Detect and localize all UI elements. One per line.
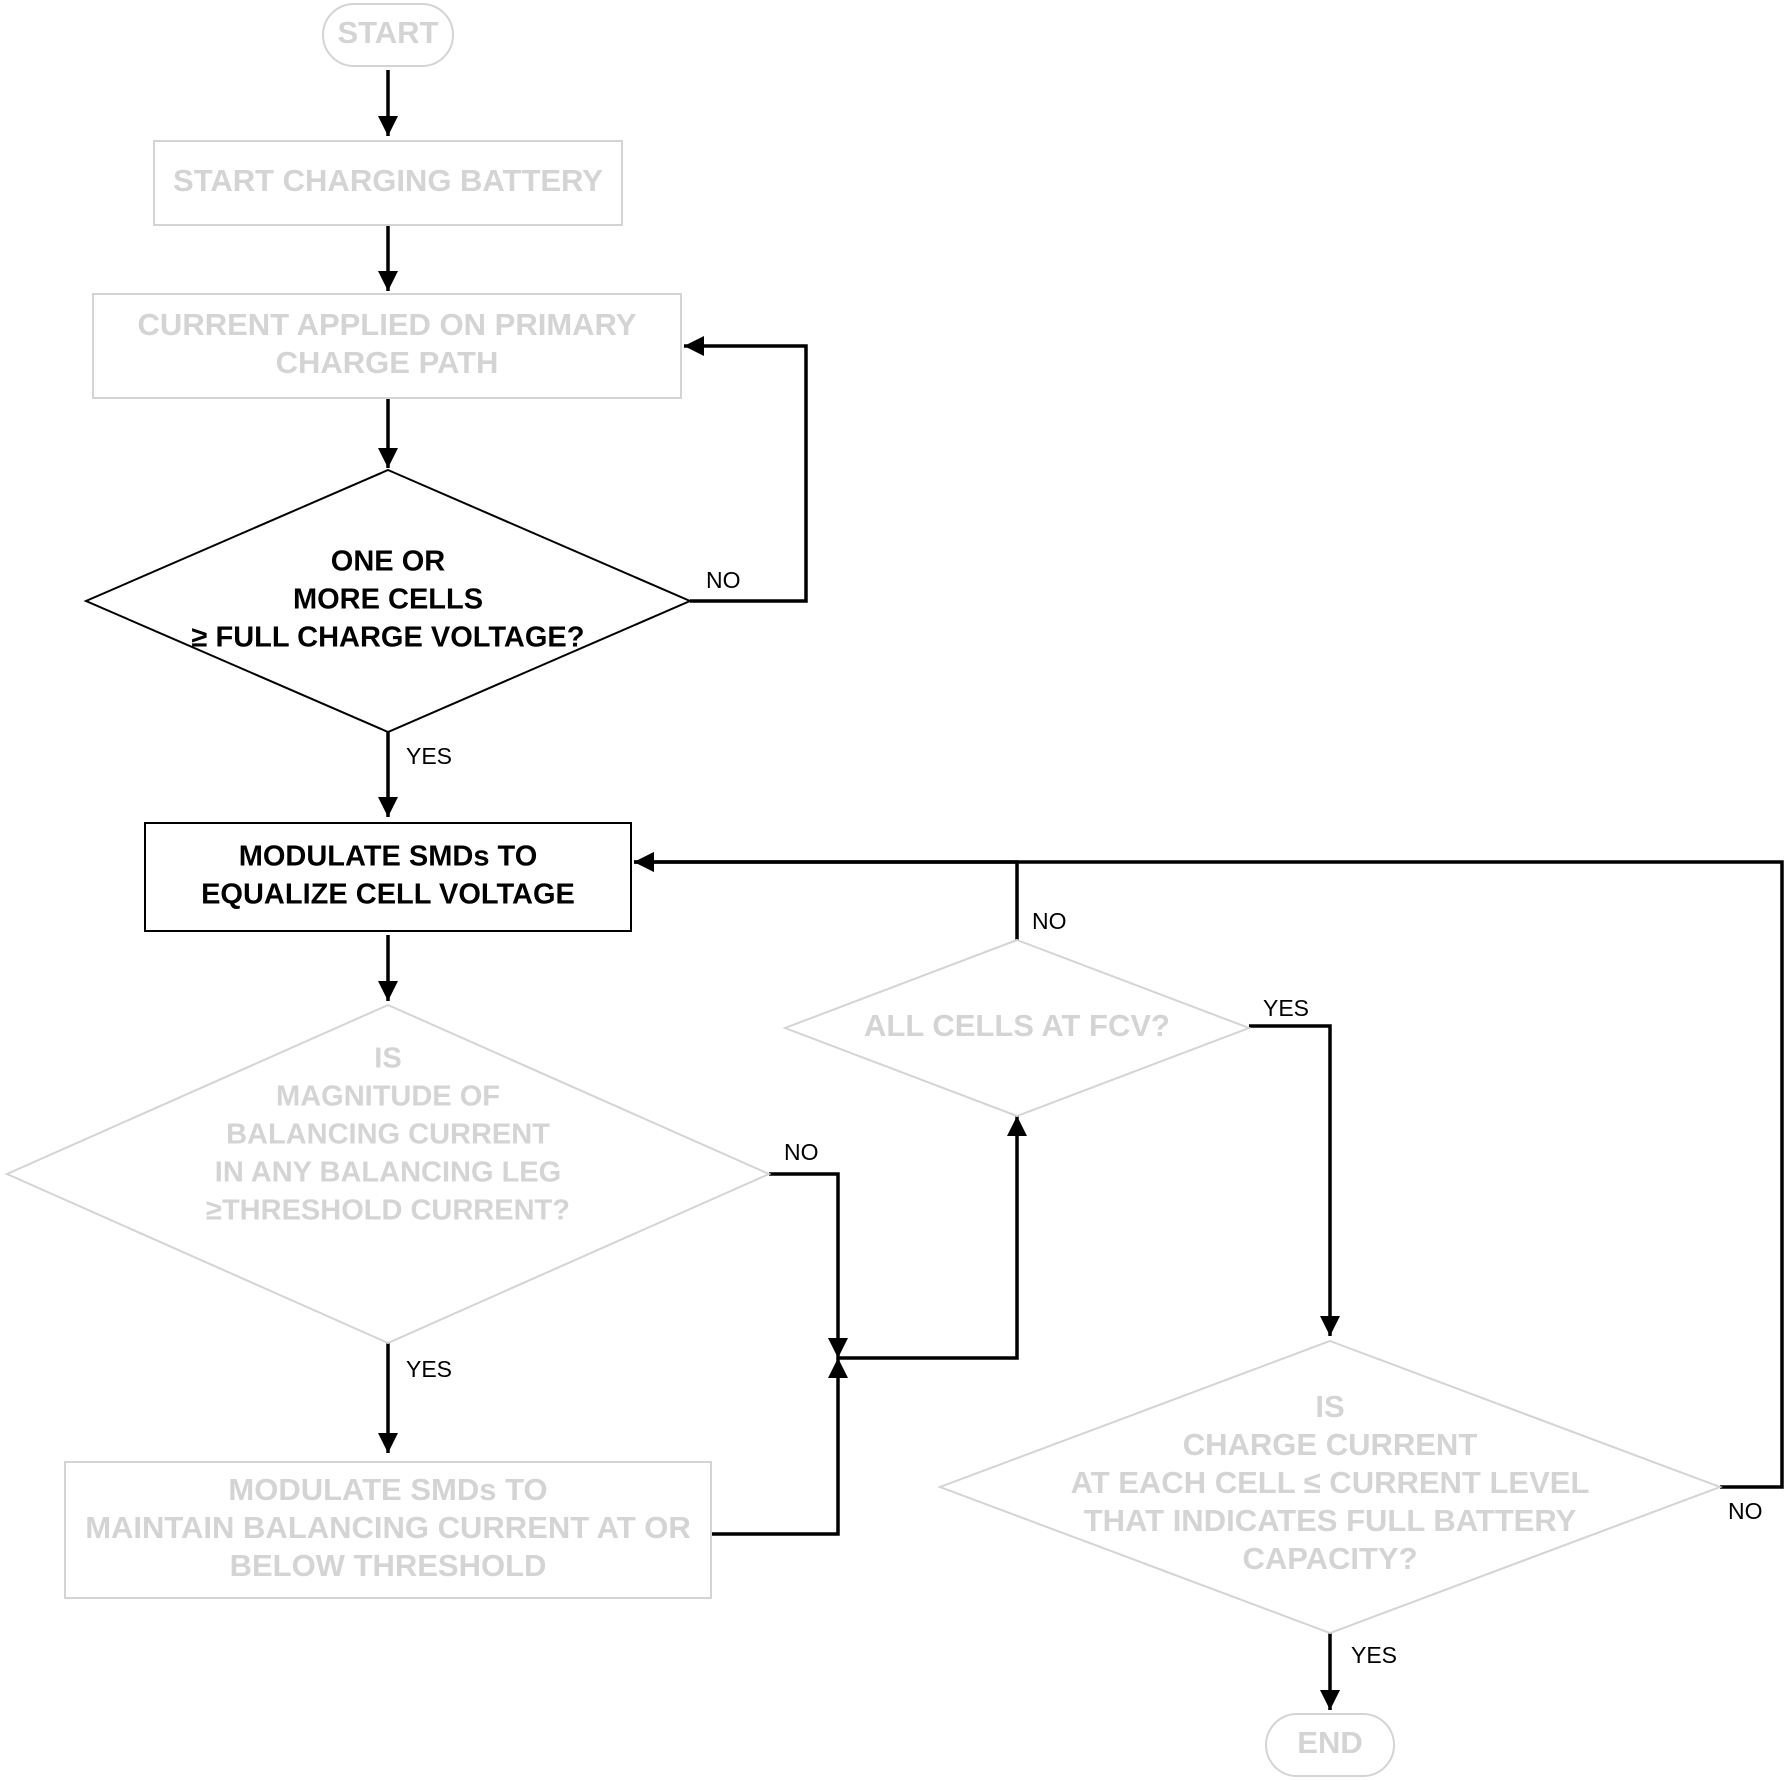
edge-merge-to-decision-all-cells xyxy=(838,1116,1027,1360)
node-label-line: IN ANY BALANCING LEG xyxy=(215,1157,561,1189)
node-label-line: CHARGE CURRENT xyxy=(1183,1427,1478,1462)
decision-diamond xyxy=(937,1339,1723,1635)
node-label-line: START xyxy=(337,15,438,50)
node-label-line: THAT INDICATES FULL BATTERY xyxy=(1084,1503,1577,1538)
node-decision-fcv: ONE OR MORE CELLS ≥ FULL CHARGE VOLTAGE? xyxy=(83,468,693,734)
edge-decision-fcv-to-current-applied xyxy=(684,336,808,603)
process-box xyxy=(92,293,682,399)
node-label-line: ≥THRESHOLD CURRENT? xyxy=(206,1195,570,1227)
node-start-charging: START CHARGING BATTERY xyxy=(153,140,623,226)
edge-decision-all-cells-to-modulate-equalize xyxy=(634,852,1019,940)
edge-label-yes: YES xyxy=(406,743,452,769)
node-label-line: ONE OR xyxy=(331,546,445,578)
decision-diamond xyxy=(782,938,1252,1118)
node-label-line: CURRENT APPLIED ON PRIMARY xyxy=(138,307,637,342)
edge-decision-balancing-to-decision-all-cells xyxy=(769,1172,848,1358)
edge-label-no: NO xyxy=(784,1139,819,1165)
decision-diamond xyxy=(83,468,693,734)
node-label-line: AT EACH CELL ≤ CURRENT LEVEL xyxy=(1071,1465,1590,1500)
process-box xyxy=(153,140,623,226)
node-decision-balancing: IS MAGNITUDE OF BALANCING CURRENT IN ANY BA… xyxy=(4,1003,772,1345)
node-modulate-equalize: MODULATE SMDs TO EQUALIZE CELL VOLTAGE xyxy=(144,822,632,932)
node-label-line: BELOW THRESHOLD xyxy=(230,1548,547,1583)
node-label-line: IS xyxy=(1315,1389,1344,1424)
node-label-line: ALL CELLS AT FCV? xyxy=(864,1008,1170,1043)
edge-label-yes: YES xyxy=(1263,995,1309,1021)
node-start: START xyxy=(322,3,454,67)
terminal-shape xyxy=(1265,1713,1395,1777)
process-box xyxy=(64,1461,712,1599)
node-label-line: MODULATE SMDs TO xyxy=(239,841,538,873)
node-label-line: MORE CELLS xyxy=(293,584,483,616)
node-label-line: MAGNITUDE OF xyxy=(276,1081,500,1113)
edge-label-no: NO xyxy=(1728,1498,1763,1524)
node-label-line: MAINTAIN BALANCING CURRENT AT OR xyxy=(85,1510,691,1545)
node-decision-all-cells: ALL CELLS AT FCV? xyxy=(782,938,1252,1118)
node-label-line: ≥ FULL CHARGE VOLTAGE? xyxy=(192,622,585,654)
edge-label-no: NO xyxy=(1032,908,1067,934)
node-label-line: CAPACITY? xyxy=(1242,1541,1417,1576)
node-label-line: BALANCING CURRENT xyxy=(226,1119,550,1151)
node-end: END xyxy=(1265,1713,1395,1777)
edge-decision-charge-current-to-modulate-equalize xyxy=(634,852,1784,1489)
edge-label-yes: YES xyxy=(1351,1642,1397,1668)
edge-label-no: NO xyxy=(706,567,741,593)
node-label-line: END xyxy=(1297,1725,1362,1760)
node-label-line: EQUALIZE CELL VOLTAGE xyxy=(201,879,575,911)
edge-decision-all-cells-to-decision-charge-current xyxy=(1249,1024,1340,1336)
decision-diamond xyxy=(4,1003,772,1345)
node-label-line: START CHARGING BATTERY xyxy=(173,163,603,198)
edge-label-yes: YES xyxy=(406,1356,452,1382)
node-label-line: MODULATE SMDs TO xyxy=(228,1472,547,1507)
edge-modulate-maintain-to-decision-all-cells xyxy=(712,1358,848,1536)
node-label-line: CHARGE PATH xyxy=(276,345,499,380)
process-box xyxy=(144,822,632,932)
terminal-shape xyxy=(322,3,454,67)
node-label-line: IS xyxy=(374,1043,401,1075)
